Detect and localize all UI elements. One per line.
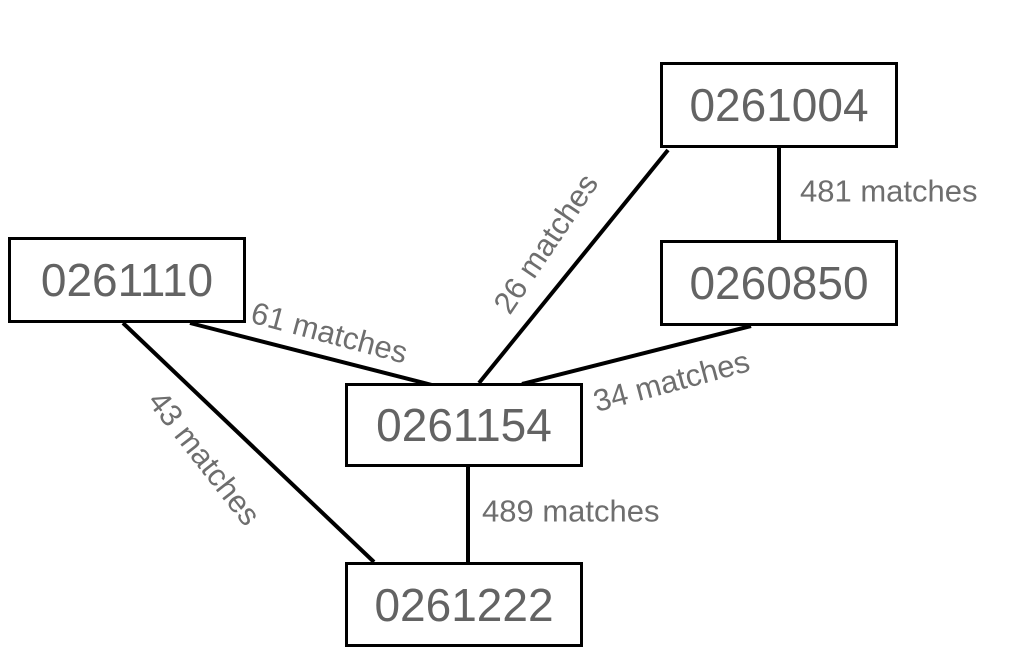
node-0261222[interactable]: 0261222: [345, 562, 583, 647]
node-label: 0261110: [40, 254, 214, 306]
edge-label-0261154-0261222: 489 matches: [482, 493, 660, 529]
edge-line: [121, 321, 376, 564]
edge-line: [521, 324, 752, 386]
node-label: 0261222: [374, 578, 554, 631]
node-0261004[interactable]: 0261004: [660, 62, 898, 148]
node-label: 0260850: [689, 257, 869, 309]
edge-label-0261004-0260850: 481 matches: [800, 173, 978, 209]
edge-line: [189, 321, 433, 387]
node-label: 0261154: [376, 399, 552, 451]
edge-line: [477, 148, 670, 385]
node-0261110[interactable]: 0261110: [8, 237, 246, 323]
node-label: 0261004: [689, 79, 869, 131]
node-0261154[interactable]: 0261154: [345, 383, 583, 467]
node-0260850[interactable]: 0260850: [660, 240, 898, 326]
